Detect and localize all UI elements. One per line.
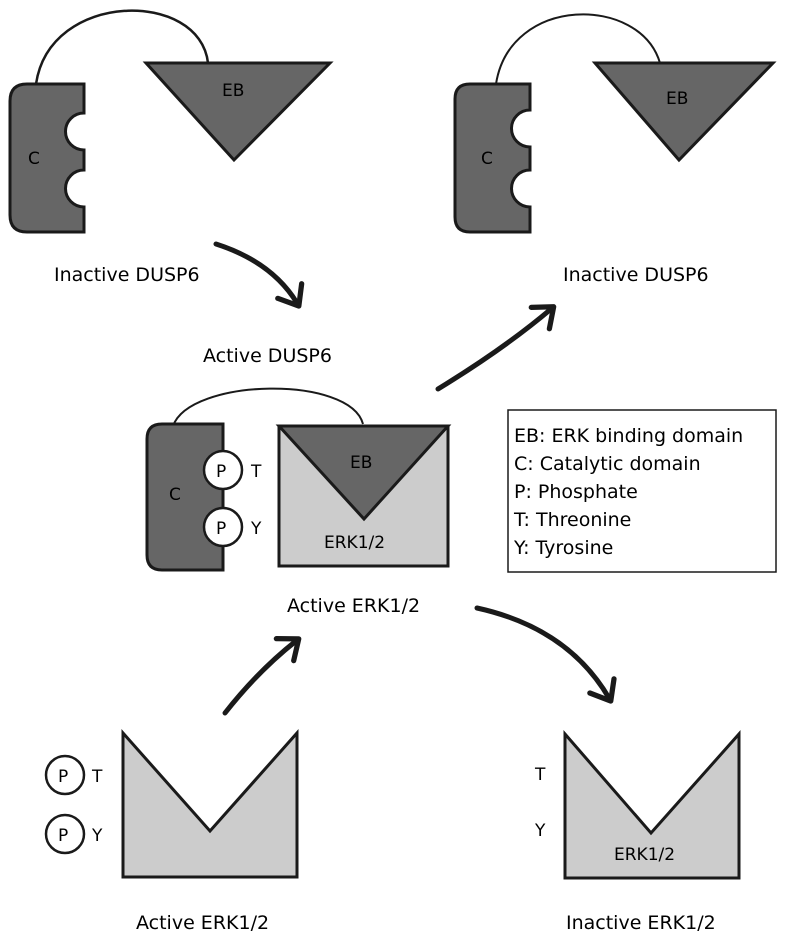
eb-domain (591, 61, 777, 163)
erk-domain (121, 729, 299, 879)
catalytic-domain (8, 82, 86, 234)
eb-label: EB (222, 81, 244, 101)
catalytic-label: C (169, 485, 181, 505)
inactive-erk-bottom: T Y ERK1/2 (534, 729, 741, 880)
tyrosine-label: Y (534, 821, 546, 841)
phosphate-threonine (44, 754, 86, 796)
tyrosine-label: Y (250, 519, 262, 539)
tyrosine-label: Y (91, 826, 103, 846)
phosphate-label: P (58, 767, 68, 787)
label-active-dusp6: Active DUSP6 (203, 345, 332, 367)
linker-curve (172, 387, 364, 427)
legend-item-c: C: Catalytic domain (514, 453, 701, 475)
erk-label: ERK1/2 (324, 533, 385, 553)
legend-item-eb: EB: ERK binding domain (514, 425, 743, 447)
legend-box (507, 409, 777, 573)
label-inactive-dusp6-left: Inactive DUSP6 (54, 264, 200, 286)
label-active-erk-middle: Active ERK1/2 (287, 595, 420, 617)
legend-item-y: Y: Tyrosine (513, 537, 613, 559)
threonine-label: T (534, 765, 546, 785)
linker-curve (495, 13, 661, 85)
phosphate-label: P (216, 519, 226, 539)
label-active-erk-bottom: Active ERK1/2 (136, 912, 269, 934)
threonine-label: T (250, 462, 262, 482)
linker-curve (34, 9, 210, 85)
phosphate-tyrosine (44, 813, 86, 855)
phosphate-label: P (216, 462, 226, 482)
inactive-dusp6-right: C EB (453, 13, 777, 234)
catalytic-domain (453, 82, 532, 234)
arrow-dephosphorylation (474, 605, 617, 704)
phosphate-threonine (202, 449, 244, 491)
active-dusp6-complex: C EB ERK1/2 P T P Y (145, 387, 452, 572)
legend: EB: ERK binding domain C: Catalytic doma… (507, 409, 777, 573)
legend-item-t: T: Threonine (513, 509, 631, 531)
arrow-release-dusp6 (435, 304, 557, 392)
eb-label: EB (350, 453, 372, 473)
erk-label: ERK1/2 (614, 845, 675, 865)
erk-domain (563, 729, 741, 880)
catalytic-label: C (481, 149, 493, 169)
inactive-dusp6-left: C EB (8, 9, 334, 234)
catalytic-domain (145, 422, 225, 572)
arrow-erk-binding (222, 636, 302, 716)
legend-item-p: P: Phosphate (514, 481, 638, 503)
arrows (213, 241, 617, 716)
eb-domain (142, 61, 334, 163)
eb-label: EB (666, 89, 688, 109)
threonine-label: T (91, 767, 103, 787)
catalytic-label: C (28, 149, 40, 169)
active-erk-bottom: P T P Y (44, 729, 299, 879)
arrow-activate-dusp6 (213, 241, 305, 309)
label-inactive-erk-bottom: Inactive ERK1/2 (566, 912, 716, 934)
phosphate-label: P (58, 826, 68, 846)
phosphate-tyrosine (202, 506, 244, 548)
eb-domain (275, 424, 452, 522)
label-inactive-dusp6-right: Inactive DUSP6 (563, 264, 709, 286)
